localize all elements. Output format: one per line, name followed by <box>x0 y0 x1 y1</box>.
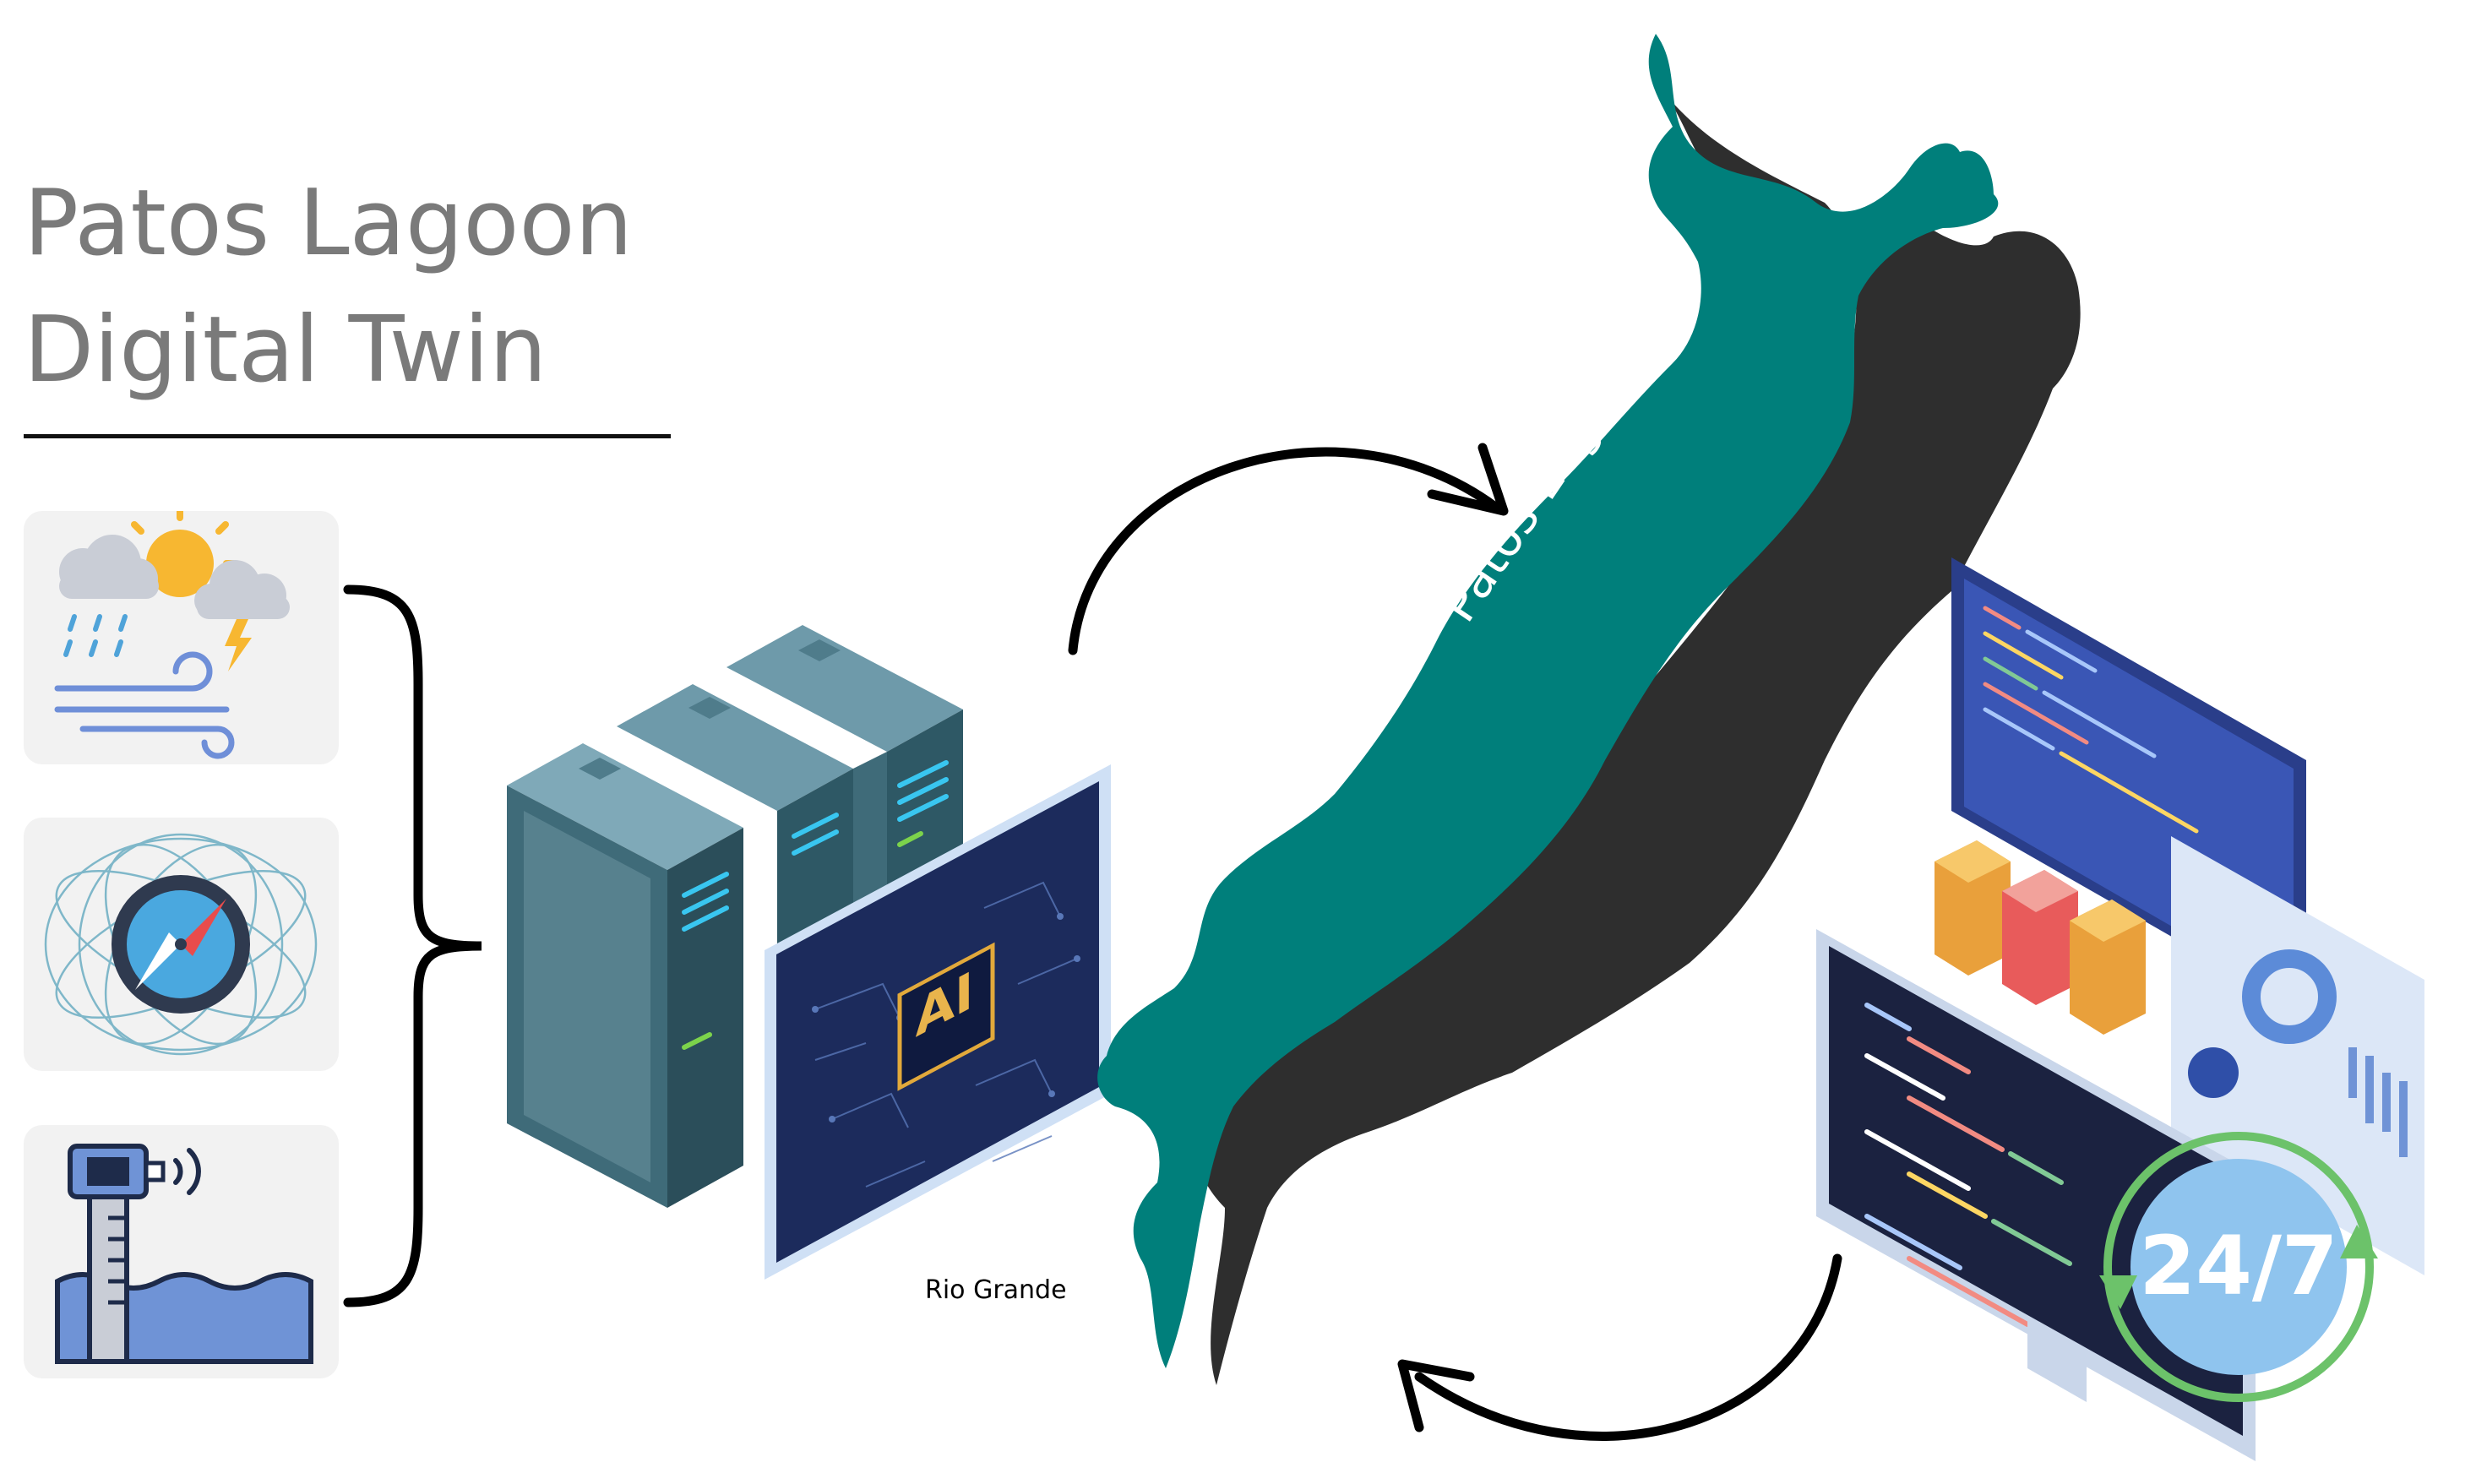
water-level-sensor-icon <box>55 1144 313 1364</box>
city-label: Rio Grande <box>925 1275 1067 1305</box>
diagram-title: Patos Lagoon Digital Twin <box>24 160 633 414</box>
compass-globe-icon <box>44 833 318 1056</box>
inputs-brace <box>343 584 482 1307</box>
lagoon-shape <box>1097 34 1999 1368</box>
patos-lagoon-map: Patos Lagoon <box>1097 34 2081 1385</box>
cycle-arrow-top <box>1068 443 1509 655</box>
lagoon-shadow <box>1189 93 2081 1385</box>
cycle-arrow-bottom <box>1397 1253 1842 1441</box>
availability-badge: 24/7 <box>2099 1132 2378 1402</box>
availability-label: 24/7 <box>2139 1219 2337 1313</box>
outputs-graphic: 24/7 <box>1816 557 2424 1461</box>
title-underline <box>24 434 671 438</box>
input-card-compass <box>24 818 339 1071</box>
weather-icon <box>54 508 290 759</box>
ai-chip-panel: AI <box>765 764 1111 1280</box>
input-card-water-level <box>24 1125 339 1378</box>
front-code-monitor-icon <box>1816 929 2256 1461</box>
input-card-weather <box>24 508 339 764</box>
data-cards-icon <box>1935 840 2146 1035</box>
title-line-1: Patos Lagoon <box>24 171 633 276</box>
title-line-2: Digital Twin <box>24 297 547 403</box>
